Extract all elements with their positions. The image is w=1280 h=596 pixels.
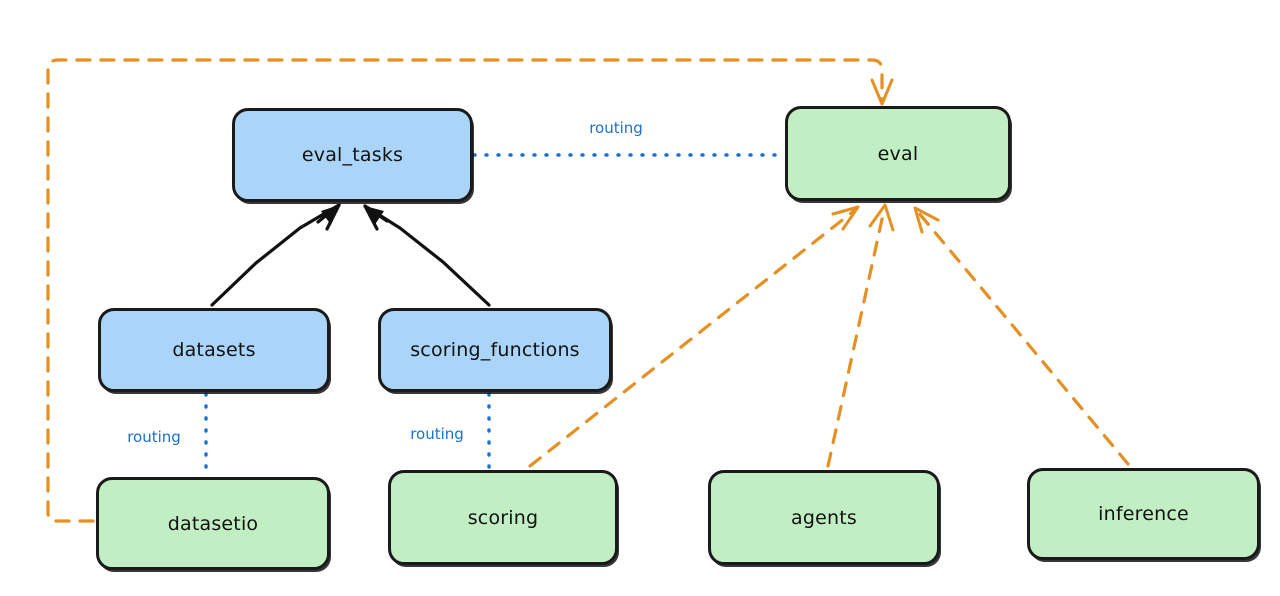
node-eval-label: eval xyxy=(877,142,919,165)
edge-label-routing-scoring: routing xyxy=(410,425,464,443)
edge-scoring_functions-to-eval_tasks xyxy=(363,204,491,307)
node-inference-label: inference xyxy=(1098,503,1189,525)
edge-agents-to-eval xyxy=(826,203,895,468)
node-datasets[interactable]: datasets xyxy=(98,308,330,392)
node-eval[interactable]: eval xyxy=(785,106,1011,201)
edge-label-routing-datasetio: routing xyxy=(127,428,181,446)
node-scoring-functions-label: scoring_functions xyxy=(410,339,580,361)
node-datasetio[interactable]: datasetio xyxy=(96,477,330,570)
node-datasets-label: datasets xyxy=(172,339,256,361)
node-eval-tasks[interactable]: eval_tasks xyxy=(232,108,473,202)
edge-label-routing-eval: routing xyxy=(589,119,643,137)
node-datasetio-label: datasetio xyxy=(167,512,259,535)
node-scoring[interactable]: scoring xyxy=(388,470,618,565)
node-scoring-label: scoring xyxy=(467,506,539,529)
node-scoring-functions[interactable]: scoring_functions xyxy=(378,308,612,392)
edge-datasets-to-eval_tasks xyxy=(210,203,341,307)
node-agents-label: agents xyxy=(791,506,857,529)
node-eval-tasks-label: eval_tasks xyxy=(301,144,404,166)
edge-inference-to-eval xyxy=(913,206,1130,466)
node-inference[interactable]: inference xyxy=(1027,468,1260,560)
node-agents[interactable]: agents xyxy=(708,470,940,565)
